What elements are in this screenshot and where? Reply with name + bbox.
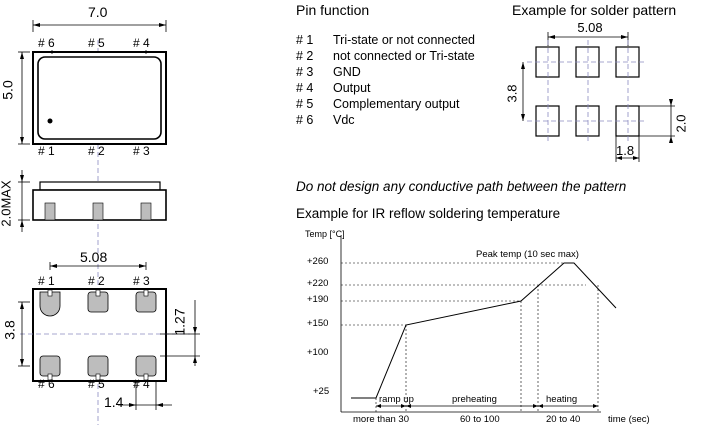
pin-function-text: not connected or Tri-state	[333, 49, 475, 63]
reflow-y-tick: +260	[307, 256, 329, 267]
pin-number: # 6	[296, 113, 314, 127]
reflow-duration-label: more than 30	[353, 414, 409, 425]
pin-row: # 4 Output	[296, 81, 371, 95]
solder-row-spacing-label: 3.8	[504, 84, 520, 103]
solder-pad-height-label: 2.0	[673, 114, 689, 133]
design-note: Do not design any conductive path betwee…	[296, 179, 627, 194]
reflow-phase-label: preheating	[452, 394, 497, 405]
footprint-top-pin-1: # 1	[38, 274, 55, 288]
solder-pattern-title: Example for solder pattern	[512, 2, 677, 18]
pin-row: # 3 GND	[296, 65, 361, 79]
footprint-pad-height-label: 1.27	[171, 308, 188, 336]
pin-function-text: Tri-state or not connected	[333, 33, 475, 47]
reflow-y-tick: +25	[313, 386, 330, 397]
reflow-y-axis-label: Temp [°C]	[305, 229, 345, 239]
footprint-top-pin-3: # 3	[133, 274, 150, 288]
footprint-pad-width-label: 1.4	[104, 394, 124, 410]
reflow-y-tick: +220	[307, 278, 329, 289]
pin-row: # 5 Complementary output	[296, 97, 459, 111]
pin-function-text: Output	[333, 81, 371, 95]
pin-row: # 2 not connected or Tri-state	[296, 49, 475, 63]
footprint-top-pin-2: # 2	[88, 274, 105, 288]
package-height-label: 5.0	[0, 80, 16, 100]
reflow-y-tick: +190	[307, 294, 329, 305]
reflow-peak-label: Peak temp (10 sec max)	[476, 249, 579, 260]
package-width-label: 7.0	[88, 4, 108, 20]
reflow-duration-label: 60 to 100	[460, 414, 500, 425]
pin-row: # 6 Vdc	[296, 113, 355, 127]
solder-pattern-drawing	[521, 32, 675, 162]
footprint-row-spacing-label: 3.8	[1, 320, 18, 340]
pin-row: # 1 Tri-state or not connected	[296, 33, 475, 47]
pin-number: # 2	[296, 49, 314, 63]
solder-pad-width-label: 1.8	[616, 143, 635, 158]
package-top-pin-5: # 5	[88, 36, 105, 50]
pin-number: # 1	[296, 33, 314, 47]
pin-number: # 3	[296, 65, 314, 79]
pin-number: # 4	[296, 81, 314, 95]
pin-function-text: GND	[333, 65, 361, 79]
package-top-pin-6: # 6	[38, 36, 55, 50]
footprint-bottom-pin-4: # 4	[133, 377, 150, 391]
reflow-x-axis-label: time (sec)	[608, 414, 650, 425]
reflow-y-tick: +100	[307, 347, 329, 358]
reflow-y-tick: +150	[307, 318, 329, 329]
pin-function-title: Pin function	[296, 2, 370, 18]
package-bottom-pin-2: # 2	[88, 144, 105, 158]
reflow-phase-label: ramp up	[379, 394, 414, 405]
reflow-title: Example for IR reflow soldering temperat…	[296, 206, 561, 221]
pin-number: # 5	[296, 97, 314, 111]
pin-function-text: Complementary output	[333, 97, 460, 111]
footprint-bottom-pin-6: # 6	[38, 377, 55, 391]
reflow-profile-chart	[340, 236, 617, 413]
package-top-view	[18, 20, 167, 425]
package-drawing	[18, 20, 200, 425]
solder-pitch-label: 5.08	[577, 20, 603, 35]
package-footprint-view	[18, 262, 200, 410]
footprint-pitch-label: 5.08	[80, 249, 108, 265]
package-thickness-label: 2.0MAX	[0, 180, 14, 227]
reflow-duration-label: 20 to 40	[546, 414, 581, 425]
pin1-marker-dot	[47, 118, 53, 124]
pin-function-text: Vdc	[333, 113, 355, 127]
package-side-view	[18, 170, 167, 232]
package-bottom-pin-1: # 1	[38, 144, 55, 158]
package-bottom-pin-3: # 3	[133, 144, 150, 158]
package-top-pin-4: # 4	[133, 36, 150, 50]
reflow-phase-label: heating	[546, 394, 578, 405]
footprint-bottom-pin-5: # 5	[88, 377, 105, 391]
